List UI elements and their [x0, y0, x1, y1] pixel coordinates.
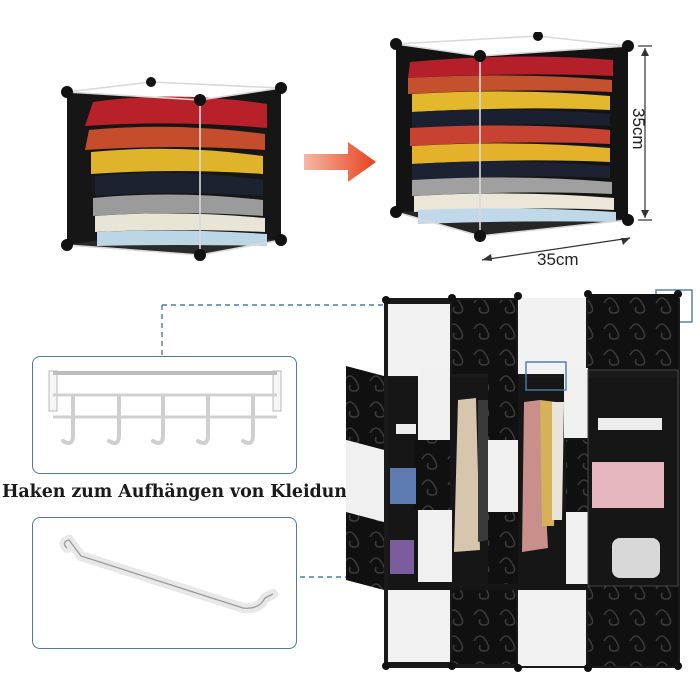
hanging-rod-panel	[32, 517, 297, 649]
small-cube-illustration	[61, 77, 287, 261]
right-arrow-icon	[304, 142, 376, 182]
width-label: 35cm	[537, 250, 579, 269]
width-dimension-arrow	[481, 237, 631, 261]
hook-rack-panel	[32, 356, 297, 474]
hanging-clothes	[454, 398, 564, 552]
hook-rack-illustration	[48, 370, 282, 445]
hook-caption: Haken zum Aufhängen von Kleidung	[2, 482, 360, 502]
folded-clothes-stack	[408, 56, 616, 224]
hanging-rod-illustration	[59, 534, 278, 614]
folded-clothes-stack	[85, 96, 267, 246]
large-cube-illustration	[390, 32, 634, 242]
height-dimension-arrow	[638, 45, 652, 221]
height-label: 35cm	[629, 108, 648, 150]
wardrobe-illustration	[346, 290, 682, 672]
